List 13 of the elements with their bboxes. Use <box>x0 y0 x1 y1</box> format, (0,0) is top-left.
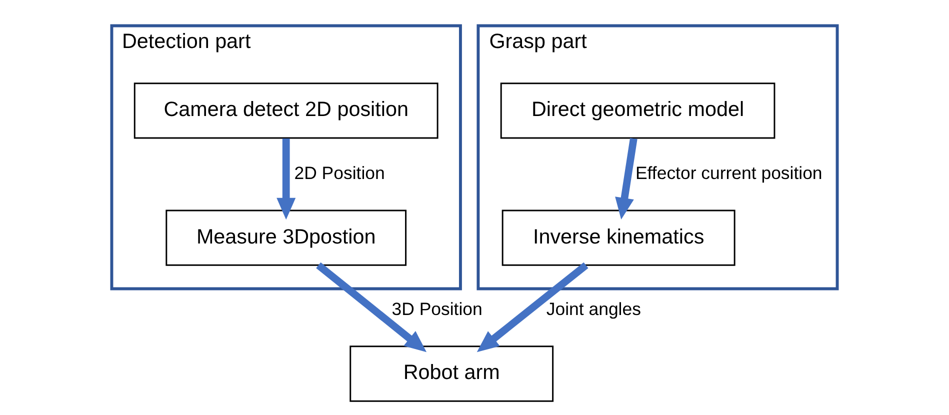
edge-label: Joint angles <box>546 298 641 319</box>
node-box: Measure 3Dpostion <box>166 210 407 266</box>
edge-label: 3D Position <box>392 298 482 319</box>
edge-label: Effector current position <box>635 162 822 183</box>
arrow <box>276 138 296 220</box>
arrow <box>476 262 588 352</box>
edge-label: 2D Position <box>294 162 385 183</box>
node-box: Direct geometric model <box>500 82 776 139</box>
arrow <box>615 138 638 220</box>
node-box: Camera detect 2D position <box>134 82 438 139</box>
node-box: Inverse kinematics <box>502 210 736 266</box>
arrow <box>316 262 427 352</box>
node-box: Robot arm <box>350 346 554 402</box>
